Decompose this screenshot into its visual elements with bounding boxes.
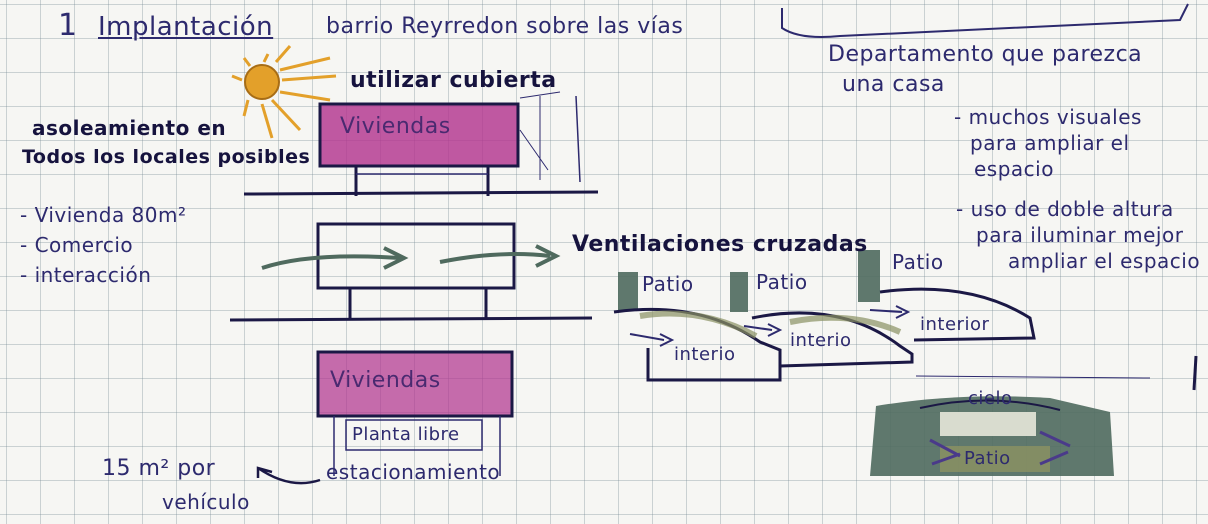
note-house: una casa <box>842 72 945 97</box>
note-department: Departamento que parezca <box>828 42 1143 67</box>
wind-arrow-1 <box>261 254 401 270</box>
lower-building <box>256 350 514 485</box>
heading-cubierta: utilizar cubierta <box>350 68 557 93</box>
patio-label-2: Patio <box>756 270 808 294</box>
cielo-label: cielo <box>968 388 1013 409</box>
program-item: - Vivienda 80m² <box>20 203 187 227</box>
upper-box-label: Viviendas <box>340 114 451 139</box>
interior-label-3: interior <box>920 314 990 335</box>
section-title: Implantación <box>98 12 274 42</box>
note-locales: Todos los locales posibles <box>22 146 311 168</box>
program-item: - interacción <box>20 263 152 287</box>
section-number: 1 <box>58 8 78 43</box>
note-double-height: - uso de doble altura para iluminar mejo… <box>956 197 1201 273</box>
note-asoleamiento: asoleamiento en <box>32 116 227 140</box>
courtyard-sketch <box>870 396 1114 476</box>
ratio-line-2: vehículo <box>162 490 250 514</box>
parking-label: estacionamiento <box>326 460 501 484</box>
heading-ventilation: Ventilaciones cruzadas <box>572 232 868 257</box>
lower-box-label: Viviendas <box>330 368 441 393</box>
courtyard-patio-label: Patio <box>964 448 1011 469</box>
patio-label-3: Patio <box>892 250 944 274</box>
top-bracket <box>781 3 1189 38</box>
note-visuals: - muchos visuales para ampliar el espaci… <box>954 105 1142 181</box>
program-item: - Comercio <box>20 233 134 257</box>
ratio-line-1: 15 m² por <box>102 456 216 481</box>
interior-label-1: interio <box>674 344 736 365</box>
header-subtitle: barrio Reyrredon sobre las vías <box>326 14 684 39</box>
ventilation-section <box>613 250 1036 382</box>
sun-icon <box>231 45 337 139</box>
parking-arrow <box>256 466 321 485</box>
interior-label-2: interio <box>790 330 852 351</box>
upper-building <box>243 91 599 196</box>
program-list: - Vivienda 80m² - Comercio - interacción <box>20 200 187 290</box>
patio-label-1: Patio <box>642 272 694 296</box>
middle-building <box>229 222 593 322</box>
wind-arrow-2 <box>439 252 551 264</box>
planta-libre-label: Planta libre <box>352 424 460 445</box>
